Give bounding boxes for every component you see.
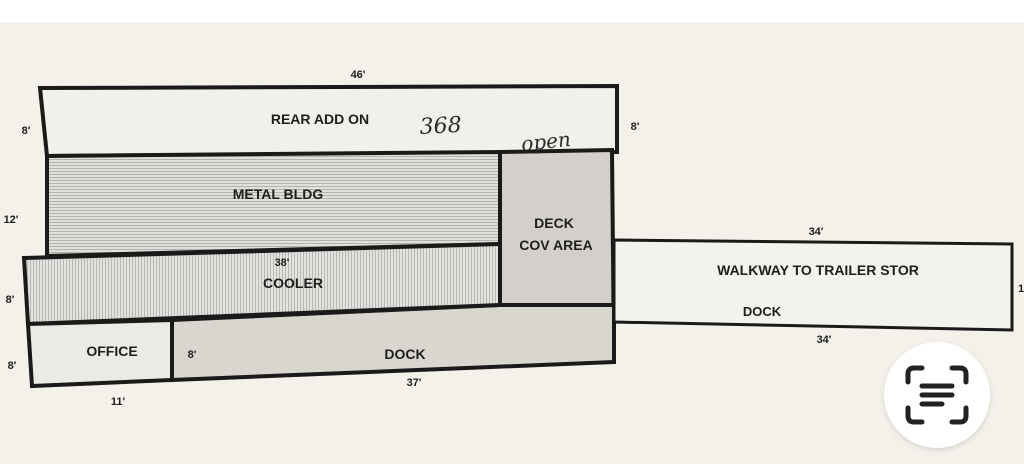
label-rear-add-on: REAR ADD ON	[271, 111, 369, 127]
dim-left-8-cooler: 8'	[6, 294, 15, 306]
label-walkway: WALKWAY TO TRAILER STOR	[717, 262, 919, 278]
dim-walkway-top-34: 34'	[809, 226, 824, 238]
dim-bottom-11: 11'	[111, 396, 126, 408]
office-room	[25, 317, 174, 389]
text-scan-icon	[905, 365, 969, 425]
dim-cooler-38: 38'	[275, 257, 290, 269]
handwritten-368: 368	[419, 113, 462, 140]
dim-top-46: 46'	[351, 69, 366, 81]
rear-add-on-room	[37, 83, 619, 159]
label-office: OFFICE	[86, 343, 137, 359]
dim-walkway-bottom-34: 34'	[817, 334, 832, 346]
dim-walkway-right-edge: 1	[1018, 283, 1024, 295]
label-dock: DOCK	[384, 346, 425, 362]
cooler-room	[21, 241, 502, 327]
dim-left-8-top: 8'	[22, 125, 31, 137]
text-scan-button[interactable]	[884, 342, 990, 448]
label-walkway-dock: DOCK	[743, 304, 782, 319]
photo-top-edge	[0, 0, 1024, 22]
walkway-room	[612, 238, 1014, 332]
dim-right-8: 8'	[631, 121, 640, 133]
dim-left-12: 12'	[4, 214, 19, 226]
metal-bldg-room	[45, 149, 502, 259]
handwritten-open: open	[520, 127, 572, 156]
label-metal-bldg: METAL BLDG	[233, 186, 324, 202]
label-cooler: COOLER	[263, 275, 323, 291]
dim-left-8-office: 8'	[8, 360, 17, 372]
label-deck: DECK	[534, 215, 574, 231]
label-cov-area: COV AREA	[519, 237, 592, 253]
dim-dock-8: 8'	[188, 349, 197, 361]
dim-bottom-37: 37'	[407, 377, 422, 389]
